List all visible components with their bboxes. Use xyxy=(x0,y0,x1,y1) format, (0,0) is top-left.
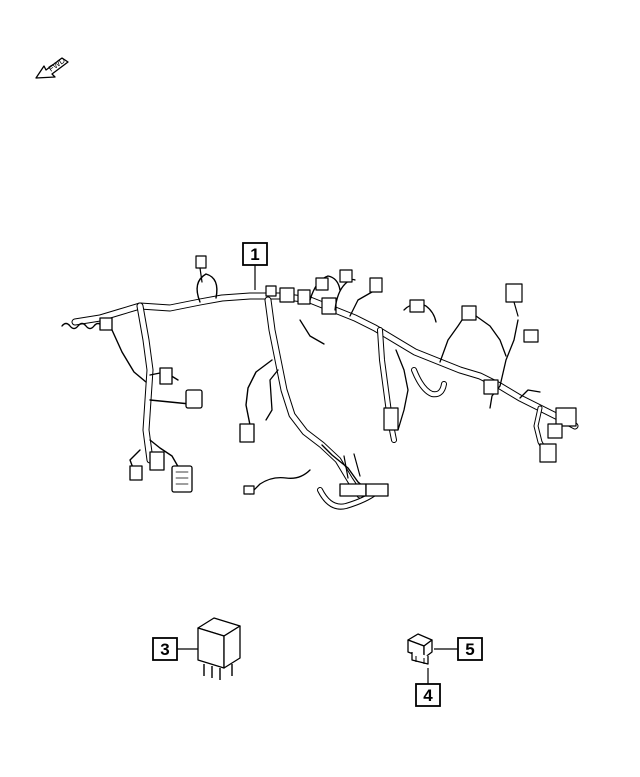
callout-1: 1 xyxy=(242,242,268,290)
forward-arrow-icon: FWD xyxy=(35,56,69,79)
callout-5: 5 xyxy=(434,637,483,661)
fuse-drawing xyxy=(407,633,433,665)
callout-3-label: 3 xyxy=(160,640,169,659)
callout-4-label: 4 xyxy=(423,686,433,705)
relay-drawing xyxy=(197,617,241,680)
callout-5-label: 5 xyxy=(465,640,474,659)
callout-4: 4 xyxy=(415,668,441,707)
callout-1-label: 1 xyxy=(250,245,259,264)
callout-3: 3 xyxy=(152,637,198,661)
wiring-harness-drawing xyxy=(61,255,579,510)
